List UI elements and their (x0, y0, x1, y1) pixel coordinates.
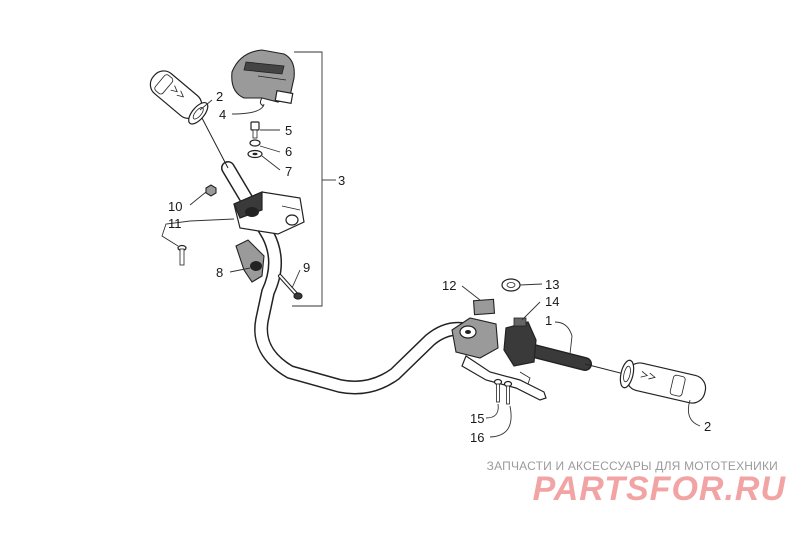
callout-2-right: 2 (704, 419, 711, 434)
callout-15: 15 (470, 411, 484, 426)
throttle-lever-8 (235, 239, 265, 283)
callout-10: 10 (168, 199, 182, 214)
screw-15 (493, 378, 503, 403)
callout-16: 16 (470, 430, 484, 445)
screw-11 (177, 244, 187, 266)
watermark-logo: PARTSFOR.RU (533, 470, 787, 508)
watermark: ЗАПЧАСТИ И АКСЕССУАРЫ ДЛЯ МОТОТЕХНИКИ PA… (487, 459, 787, 508)
screw-16 (503, 380, 513, 405)
brake-lever-assembly (451, 317, 547, 401)
handlebar (189, 94, 641, 395)
callout-8: 8 (216, 265, 223, 280)
callout-labels: 2 4 5 6 7 3 10 11 8 9 12 13 14 1 15 16 2 (168, 89, 711, 445)
callout-4: 4 (219, 107, 226, 122)
nut-10 (205, 184, 217, 197)
callout-6: 6 (285, 144, 292, 159)
callout-11: 11 (168, 216, 182, 231)
callout-7: 7 (285, 164, 292, 179)
callout-5: 5 (285, 123, 292, 138)
leader-lines (161, 51, 701, 438)
callout-3: 3 (338, 173, 345, 188)
screw-9 (278, 274, 303, 300)
left-grip (149, 70, 209, 125)
throttle-housing-cover (231, 49, 295, 107)
washer-7 (247, 149, 263, 159)
right-grip (619, 359, 707, 404)
reservoir-cover-12 (472, 298, 496, 316)
callout-1: 1 (545, 313, 552, 328)
switch-housing-14 (503, 317, 537, 367)
watermark-tagline: ЗАПЧАСТИ И АКСЕССУАРЫ ДЛЯ МОТОТЕХНИКИ (487, 459, 778, 473)
washer-13 (501, 278, 521, 292)
callout-13: 13 (545, 277, 559, 292)
screw-5 (250, 121, 260, 139)
washer-6 (249, 139, 261, 147)
throttle-housing (233, 191, 305, 235)
callout-12: 12 (442, 278, 456, 293)
callout-9: 9 (303, 260, 310, 275)
callout-14: 14 (545, 294, 559, 309)
callout-2-left: 2 (216, 89, 223, 104)
